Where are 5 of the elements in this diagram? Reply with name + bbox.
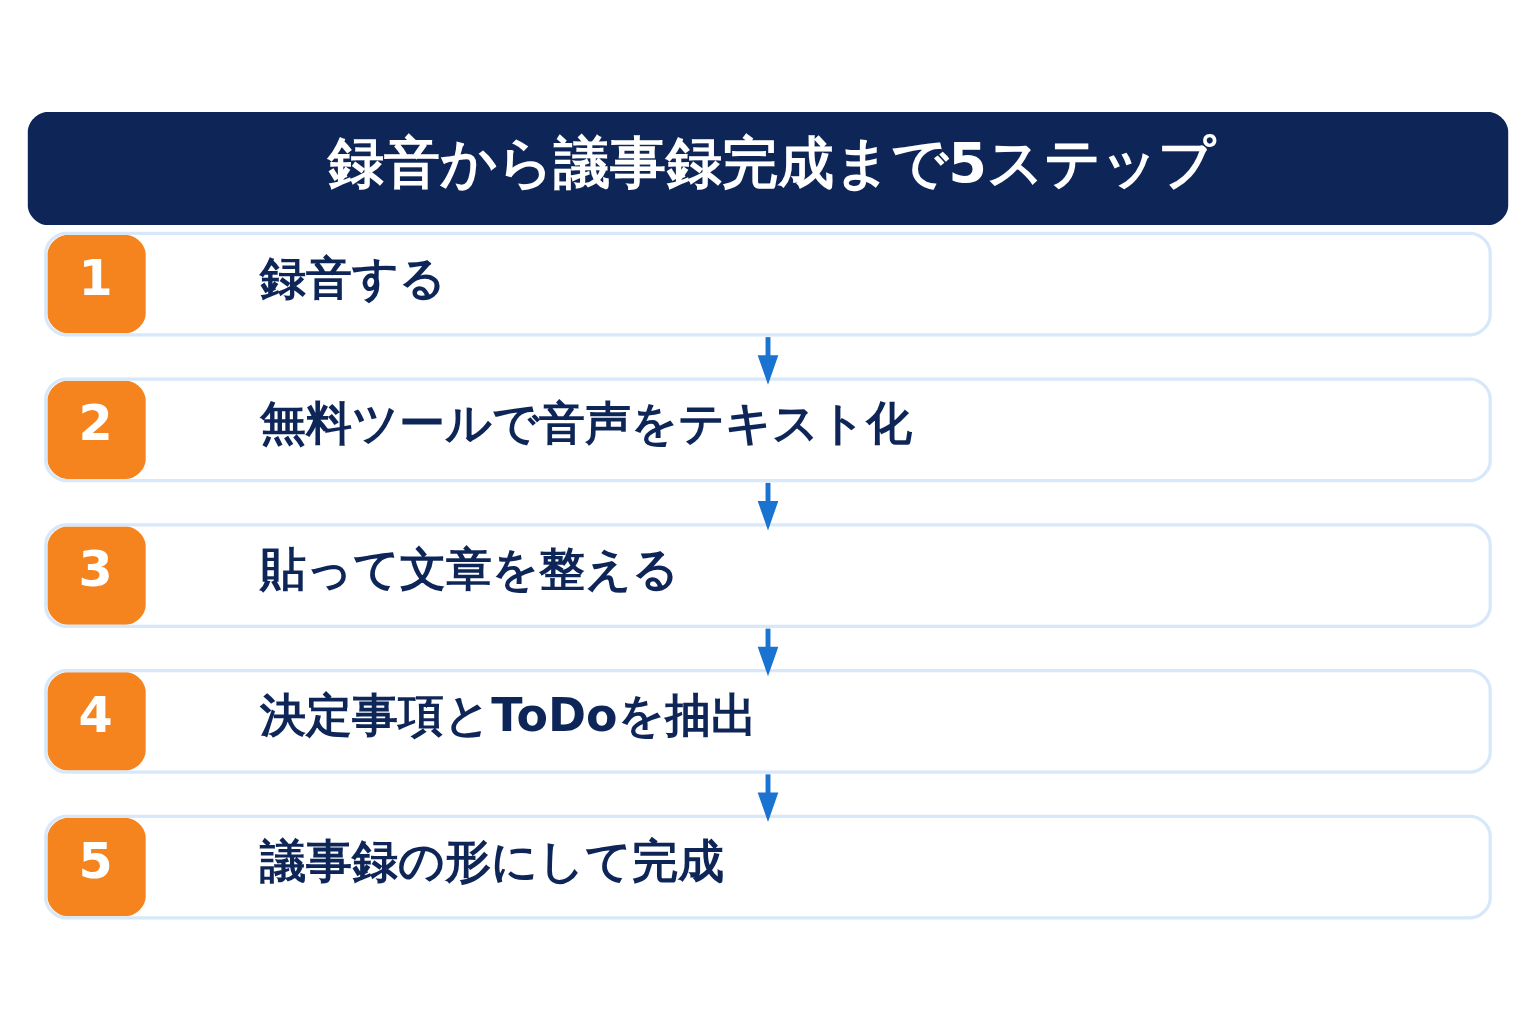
arrow xyxy=(757,336,779,385)
arrow xyxy=(757,628,779,676)
diagram-title: 録音から議事録完成まで5ステップ xyxy=(328,129,1216,195)
arrow xyxy=(757,773,779,822)
arrow xyxy=(757,482,779,530)
